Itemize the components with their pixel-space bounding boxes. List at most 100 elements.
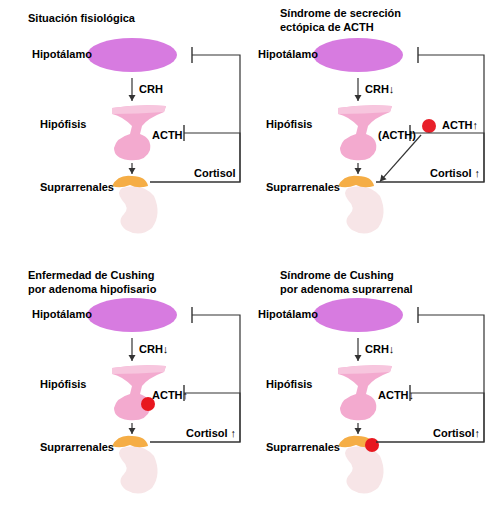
node-label: Hipotálamo — [258, 308, 318, 321]
connector-line — [131, 423, 132, 434]
adrenal-shape — [108, 434, 160, 494]
feedback-connector — [376, 385, 484, 442]
feedback-connector — [150, 385, 240, 442]
connector-line — [150, 55, 240, 182]
feedback-connector — [376, 125, 484, 182]
arrow-head — [355, 95, 362, 101]
adrenal-shape — [108, 174, 160, 234]
adrenal-gland — [112, 436, 148, 448]
hypothalamus-ellipse — [87, 298, 177, 332]
edge-label: CRH — [139, 83, 163, 96]
edge-label: (ACTH) — [378, 129, 416, 142]
edge-label: Cortisol ↑ — [430, 167, 480, 180]
hypothalamus-ellipse — [313, 298, 403, 332]
arrow-head — [355, 355, 362, 361]
arrow-connector — [355, 78, 362, 101]
feedback-connector — [150, 47, 240, 182]
arrow-connector — [355, 163, 362, 174]
hypothalamus-ellipse — [313, 38, 403, 72]
connector-line — [380, 135, 421, 181]
hypothalamus-node: Hipotálamo — [86, 297, 178, 333]
connector-line — [357, 78, 358, 101]
edge-label: ACTH — [152, 129, 183, 142]
hypothalamus-ellipse — [87, 38, 177, 72]
panel-title: Enfermedad de Cushing por adenoma hipofi… — [28, 268, 162, 296]
arrow-head — [129, 355, 136, 361]
node-label: Suprarrenales — [266, 181, 340, 194]
node-label: Suprarrenales — [40, 441, 114, 454]
hypothalamus-shape — [86, 297, 178, 333]
adrenal-node: Suprarrenales — [108, 434, 160, 494]
edge-label: ACTH↓ — [378, 389, 414, 402]
arrow-connector — [129, 338, 136, 361]
arrow-head — [129, 428, 136, 434]
edge-label: Cortisol ↑ — [186, 427, 236, 440]
arrow-head — [129, 95, 136, 101]
node-label: Hipotálamo — [32, 48, 92, 61]
connector-line — [357, 338, 358, 361]
node-label: Hipófisis — [266, 118, 312, 131]
inhibition-bar — [183, 125, 184, 141]
node-label: Hipotálamo — [258, 48, 318, 61]
adrenal-shape — [334, 174, 386, 234]
inhibition-bar — [417, 47, 418, 63]
node-label: Hipófisis — [40, 378, 86, 391]
adrenal-node: Suprarrenales — [334, 434, 386, 494]
kidney-shape — [119, 186, 158, 233]
edge-label: CRH↓ — [139, 343, 168, 356]
adrenal-gland — [338, 176, 374, 188]
arrow-connector — [380, 135, 421, 181]
pituitary-stalk — [338, 365, 392, 374]
connector-line — [131, 78, 132, 101]
kidney-shape — [345, 186, 384, 233]
pituitary-stalk — [338, 105, 392, 114]
panel-title: Situación fisiológica — [28, 11, 228, 25]
edge-label: ACTH↑ — [152, 389, 188, 402]
kidney-shape — [345, 446, 384, 493]
connector-line — [131, 338, 132, 361]
arrow-head — [355, 428, 362, 434]
arrow-head — [129, 168, 136, 174]
hypothalamus-node: Hipotálamo — [312, 297, 404, 333]
inhibition-bar — [191, 47, 192, 63]
panel-title: Síndrome de Cushing por adenoma suprarre… — [280, 268, 414, 296]
arrow-connector — [129, 423, 136, 434]
hypothalamus-node: Hipotálamo — [312, 37, 404, 73]
edge-label: CRH↓ — [365, 343, 394, 356]
arrow-head — [355, 168, 362, 174]
adrenal-node: Suprarrenales — [334, 174, 386, 234]
adenoma-dot — [365, 438, 379, 452]
edge-label: CRH↓ — [365, 83, 394, 96]
connector-line — [376, 315, 484, 442]
feedback-connector — [376, 47, 484, 182]
edge-label: Cortisol↑ — [433, 427, 480, 440]
connector-line — [131, 163, 132, 174]
feedback-connector — [150, 307, 240, 442]
hypothalamus-shape — [312, 297, 404, 333]
feedback-connector — [150, 125, 240, 182]
node-label: ACTH↑ — [442, 119, 478, 132]
arrow-connector — [129, 78, 136, 101]
panel-title: Síndrome de secreción ectópica de ACTH — [280, 6, 420, 34]
ectopic-source: ACTH↑ — [422, 119, 436, 133]
adrenal-gland — [112, 176, 148, 188]
node-label: Hipotálamo — [32, 308, 92, 321]
hypothalamus-shape — [312, 37, 404, 73]
kidney-shape — [119, 446, 158, 493]
connector-line — [357, 163, 358, 174]
arrow-head — [380, 175, 387, 182]
hypothalamus-node: Hipotálamo — [86, 37, 178, 73]
hypothalamus-shape — [86, 37, 178, 73]
connector-line — [376, 55, 484, 182]
pituitary-stalk — [112, 105, 166, 114]
node-label: Suprarrenales — [266, 441, 340, 454]
arrow-connector — [355, 423, 362, 434]
feedback-connector — [376, 307, 484, 442]
connector-line — [357, 423, 358, 434]
node-label: Suprarrenales — [40, 181, 114, 194]
arrow-connector — [355, 338, 362, 361]
inhibition-bar — [191, 307, 192, 323]
pituitary-stalk — [112, 365, 166, 374]
